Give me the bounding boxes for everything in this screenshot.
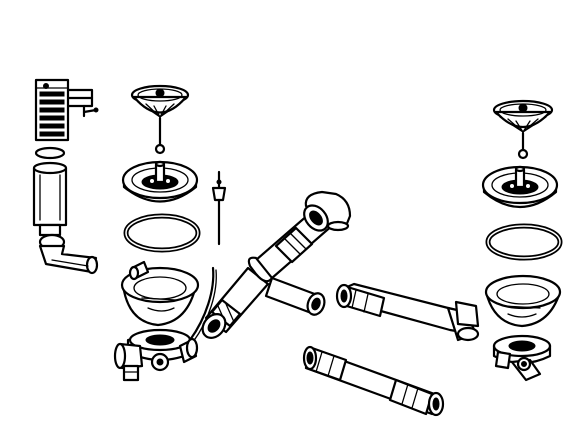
overflow-channel <box>32 146 68 237</box>
pop-up-control-rod <box>211 170 227 246</box>
strainer-body-right <box>484 274 562 328</box>
trap-fitting-right <box>492 334 552 382</box>
elbow-fitting <box>303 190 352 232</box>
strainer-body-left <box>120 260 200 327</box>
sealing-ring-left <box>123 213 201 253</box>
trap-fitting-left <box>113 328 199 382</box>
basket-strainer-right <box>492 99 554 133</box>
sink-flange-right <box>481 165 559 209</box>
control-cable <box>188 266 217 343</box>
sealing-ring-right <box>485 223 563 261</box>
overflow-elbow-hose <box>38 233 99 275</box>
s-bend-pipe <box>335 282 480 342</box>
sink-flange-left <box>121 160 199 203</box>
straight-connector-pipe <box>302 345 445 417</box>
overflow-strainer-with-bracket <box>34 78 99 142</box>
basket-strainer-left <box>130 84 190 118</box>
strainer-stem-right <box>517 131 529 160</box>
strainer-stem-left <box>154 116 166 155</box>
